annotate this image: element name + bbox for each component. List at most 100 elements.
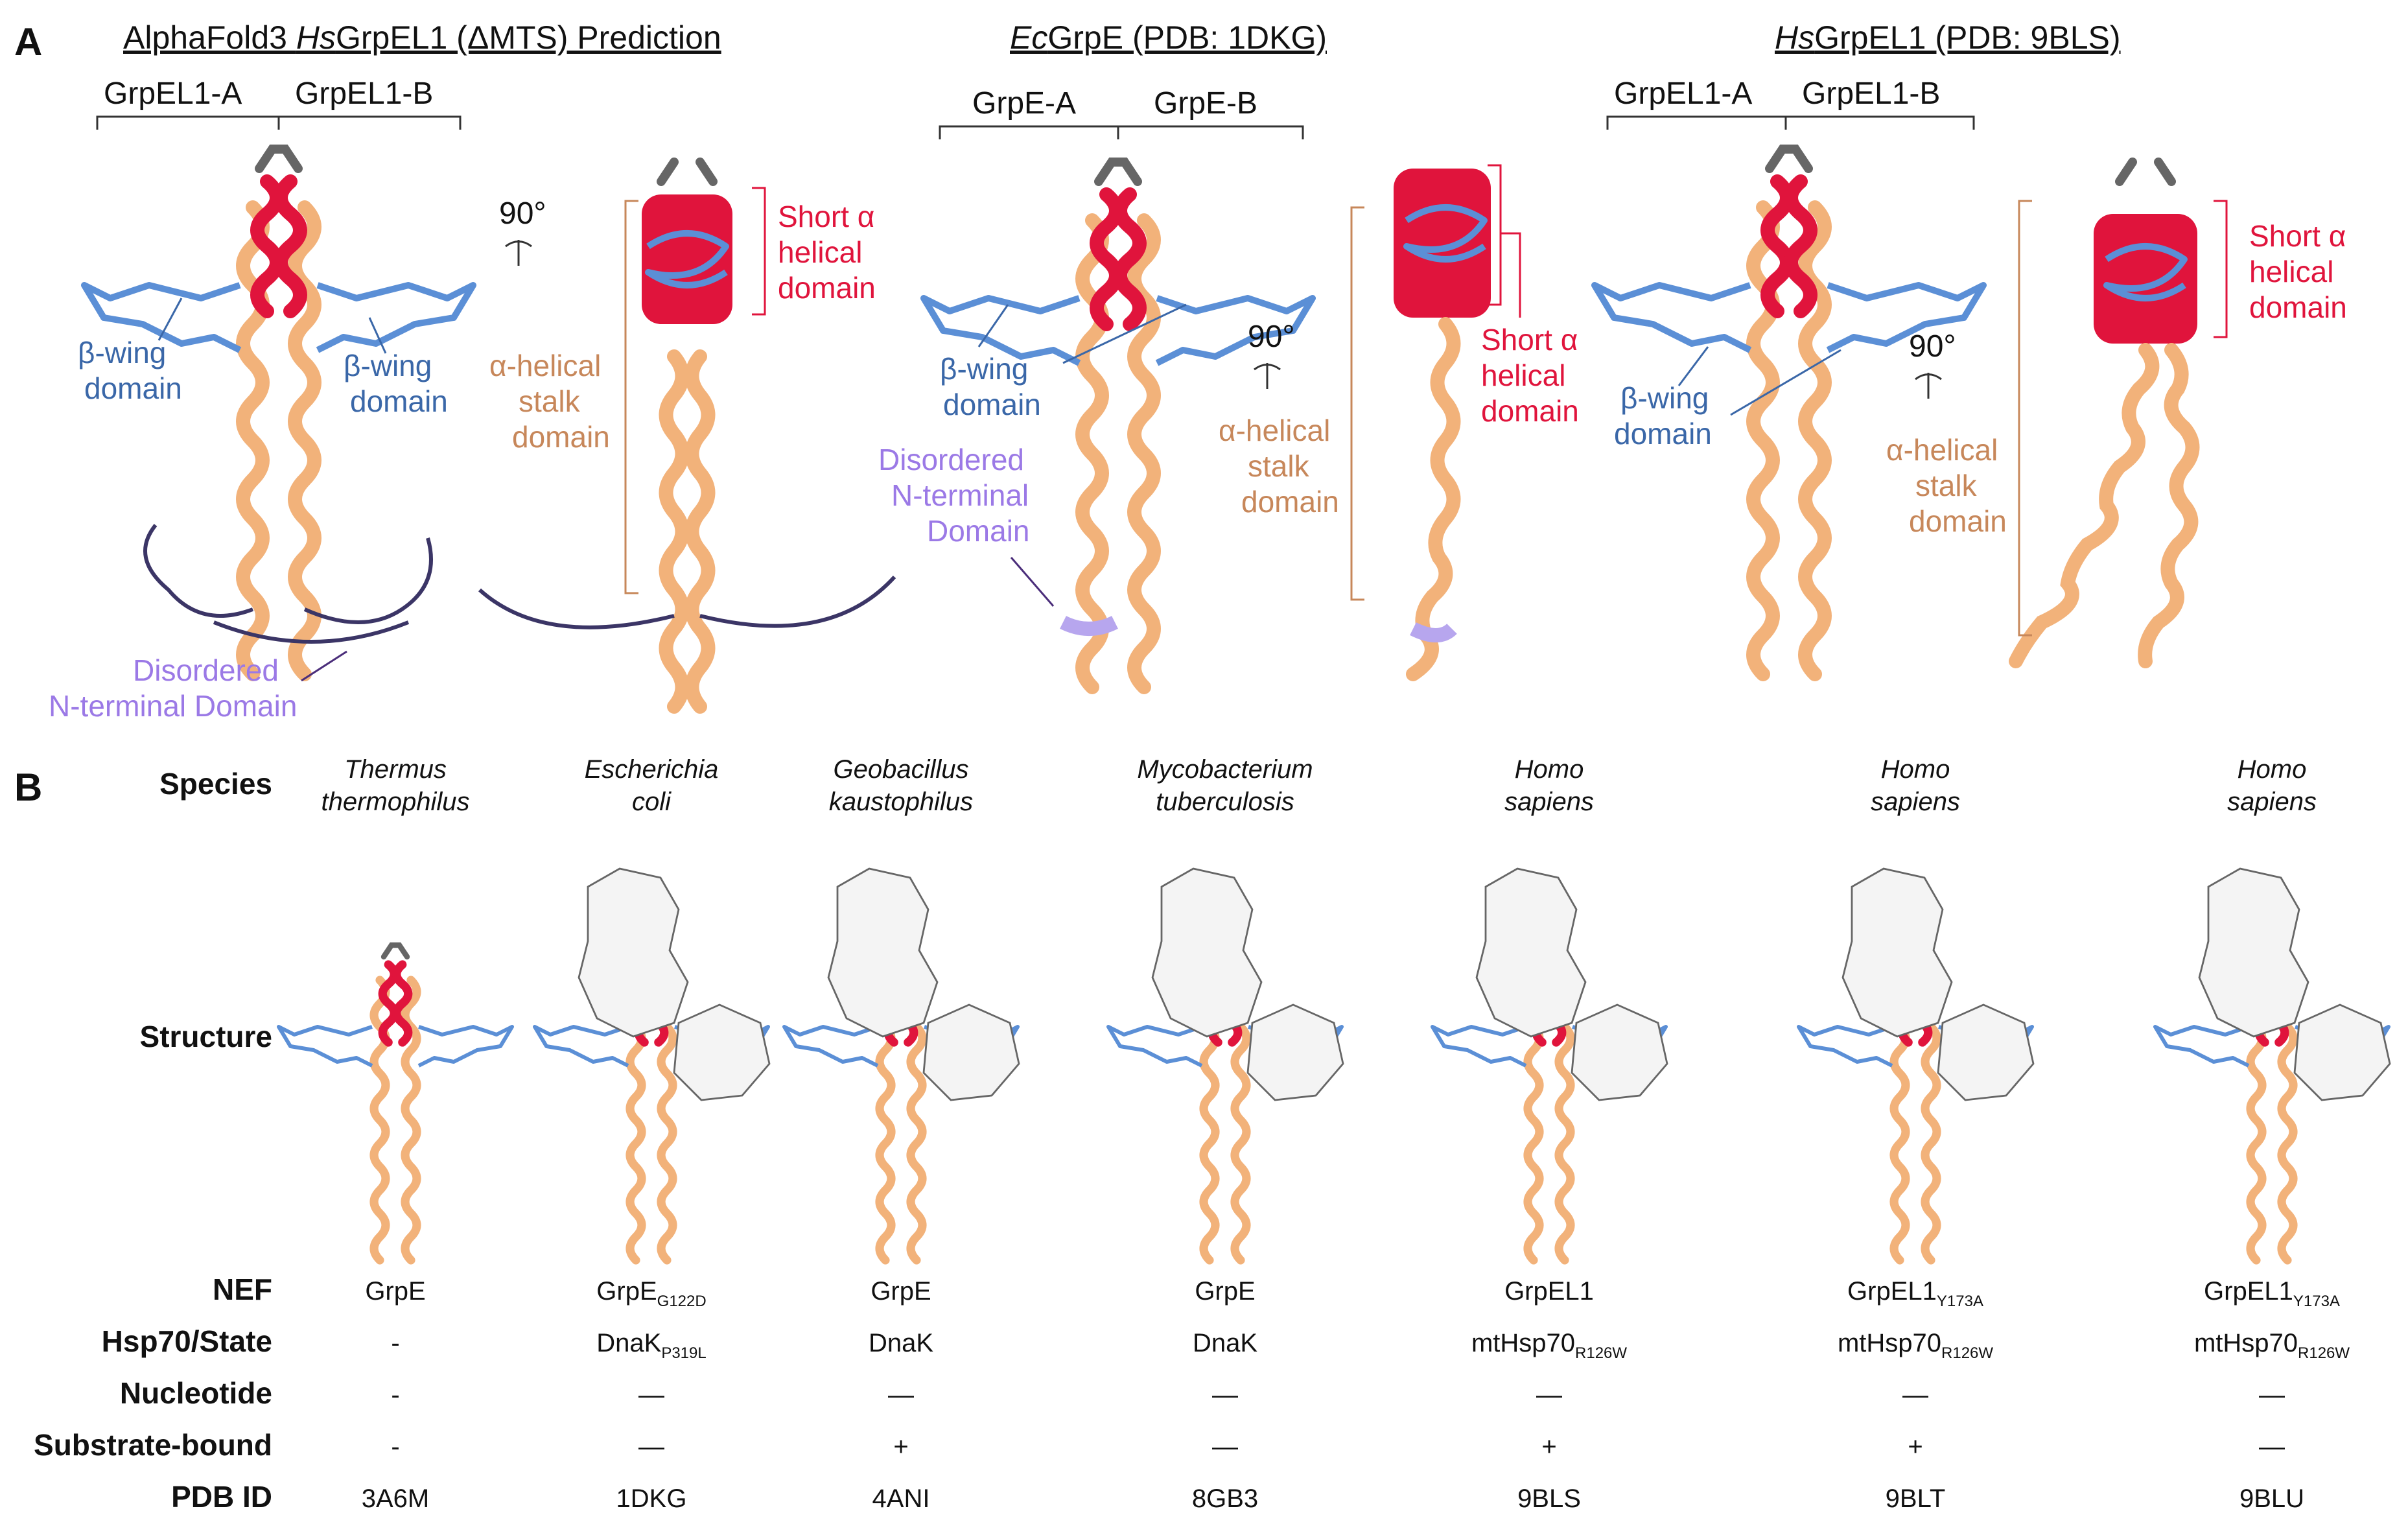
- pdb-cell-3: 8GB3: [1192, 1484, 1258, 1513]
- row-header-nucleotide: Nucleotide: [120, 1376, 272, 1410]
- ec-stalk-line2: stalk: [1248, 449, 1310, 483]
- species-line2-3: tuberculosis: [1156, 788, 1294, 816]
- hs-subunit-bracket: [1606, 115, 1975, 130]
- row-header-species: Species: [159, 767, 272, 801]
- hs-subunit-a: GrpEL1-A: [1614, 76, 1752, 111]
- pred-beta-wing-b-line1: β-wing: [344, 349, 432, 382]
- substrate-cell-4: +: [1541, 1433, 1556, 1461]
- pred-short-alpha-bracket: [752, 187, 766, 316]
- species-line1-5: Homo: [1881, 755, 1950, 784]
- species-line1-0: Thermus: [344, 755, 447, 784]
- panel-a-letter: A: [14, 20, 42, 64]
- species-line1-6: Homo: [2238, 755, 2307, 784]
- hs-short-alpha-line2: helical: [2249, 255, 2333, 288]
- ec-short-alpha-bracket: [1488, 164, 1521, 318]
- species-line2-6: sapiens: [2227, 788, 2317, 816]
- ec-stalk-line3: domain: [1241, 485, 1339, 519]
- rotation-label-1: 90°: [499, 196, 546, 231]
- nucleotide-cell-4: —: [1536, 1381, 1562, 1409]
- nef-cell-6: GrpEL1Y173A: [2204, 1277, 2340, 1310]
- pred-short-alpha-line1: Short α: [778, 200, 874, 233]
- ec-disordered-line3: Domain: [927, 514, 1030, 548]
- hs-stalk-line2: stalk: [1915, 469, 1978, 502]
- species-line1-1: Escherichia: [585, 755, 719, 784]
- substrate-cell-0: -: [391, 1433, 399, 1461]
- ec-beta-wing-line1: β-wing: [940, 352, 1028, 386]
- hs-stalk-line3: domain: [1909, 504, 2007, 538]
- pred-beta-wing-b-pointer: [368, 317, 387, 354]
- hsp70-structure-3: [1151, 867, 1344, 1101]
- rotation-label-2: 90°: [1248, 320, 1295, 354]
- ec-subunit-b: GrpE-B: [1154, 86, 1257, 121]
- hsp70-cell-1: DnaKP319L: [596, 1329, 706, 1362]
- rotation-icon-2: [1254, 363, 1281, 389]
- species-line2-1: coli: [632, 788, 672, 816]
- pred-front-disordered: [143, 524, 433, 644]
- row-header-hsp70: Hsp70/State: [102, 1324, 272, 1358]
- row-header-nef: NEF: [213, 1272, 272, 1306]
- hsp70-structure-2: [827, 867, 1020, 1101]
- pred-stalk-line1: α-helical: [489, 349, 601, 382]
- substrate-cell-6: —: [2259, 1433, 2285, 1461]
- rotation-icon-3: [1915, 373, 1942, 399]
- hs-subunit-b: GrpEL1-B: [1802, 76, 1940, 111]
- pred-stalk-line3: domain: [512, 420, 610, 454]
- pdb-cell-1: 1DKG: [616, 1484, 687, 1513]
- ec-subunit-a: GrpE-A: [972, 86, 1076, 121]
- hs-beta-wing-line2: domain: [1614, 417, 1712, 451]
- pred-disordered-line2: N-terminal Domain: [49, 689, 297, 723]
- pred-beta-wing-a-line1: β-wing: [78, 336, 166, 369]
- substrate-cell-1: —: [638, 1433, 664, 1461]
- pred-subunit-b: GrpEL1-B: [295, 76, 433, 111]
- ec-short-alpha-line2: helical: [1481, 358, 1565, 392]
- hs-short-alpha-line3: domain: [2249, 290, 2347, 324]
- ec-short-alpha-line3: domain: [1481, 394, 1579, 428]
- hs-short-alpha-bracket: [2214, 200, 2228, 338]
- hs-beta-wing-pointer-b: [1730, 349, 1841, 416]
- ec-stalk-bracket: [1350, 206, 1364, 601]
- substrate-cell-3: —: [1212, 1433, 1238, 1461]
- pdb-cell-6: 9BLU: [2239, 1484, 2304, 1513]
- species-line1-3: Mycobacterium: [1137, 755, 1313, 784]
- ec-disordered-line2: N-terminal: [891, 478, 1029, 512]
- species-line2-4: sapiens: [1504, 788, 1594, 816]
- species-line2-0: thermophilus: [321, 788, 469, 816]
- pred-beta-wing-a-pointer: [158, 298, 183, 341]
- hs-stalk-line1: α-helical: [1886, 433, 1998, 467]
- species-line2-5: sapiens: [1871, 788, 1960, 816]
- ec-short-alpha-line1: Short α: [1481, 323, 1578, 357]
- ec-side-structure: [1394, 169, 1491, 681]
- ec-beta-wing-line2: domain: [943, 388, 1041, 421]
- pred-stalk-bracket: [624, 200, 638, 594]
- nef-cell-5: GrpEL1Y173A: [1847, 1277, 1983, 1310]
- nucleotide-cell-5: —: [1902, 1381, 1928, 1409]
- panel-b-columns: ThermusthermophilusGrpE---3A6MEscherichi…: [279, 755, 2390, 1513]
- nucleotide-cell-1: —: [638, 1381, 664, 1409]
- row-header-substrate: Substrate-bound: [34, 1428, 272, 1462]
- panel-b-letter: B: [14, 766, 42, 809]
- nucleotide-cell-2: —: [888, 1381, 914, 1409]
- nef-cell-4: GrpEL1: [1504, 1277, 1594, 1306]
- hs-short-alpha-line1: Short α: [2249, 219, 2346, 253]
- hsp70-structure-1: [578, 867, 771, 1101]
- nef-cell-3: GrpE: [1195, 1277, 1255, 1306]
- nef-cell-2: GrpE: [871, 1277, 931, 1306]
- pdb-cell-4: 9BLS: [1517, 1484, 1581, 1513]
- pred-disordered-line1: Disordered: [133, 653, 279, 687]
- row-header-structure: Structure: [140, 1020, 272, 1053]
- ec-front-disordered: [1060, 616, 1118, 636]
- pred-subunit-a: GrpEL1-A: [104, 76, 242, 111]
- pred-side-structure: [478, 158, 896, 714]
- pred-short-alpha-line2: helical: [778, 235, 862, 269]
- hsp70-structure-4: [1475, 867, 1668, 1101]
- structure-0: [279, 945, 512, 1260]
- nucleotide-cell-6: —: [2259, 1381, 2285, 1409]
- nef-cell-1: GrpEG122D: [596, 1277, 706, 1310]
- substrate-cell-5: +: [1908, 1433, 1923, 1461]
- hsp70-structure-5: [1841, 867, 2035, 1101]
- nucleotide-cell-0: -: [391, 1381, 399, 1409]
- pred-beta-wing-b-line2: domain: [350, 384, 448, 418]
- title-ec-grpe: EcGrpE (PDB: 1DKG): [1010, 19, 1327, 56]
- ec-disordered-pointer: [1010, 557, 1055, 607]
